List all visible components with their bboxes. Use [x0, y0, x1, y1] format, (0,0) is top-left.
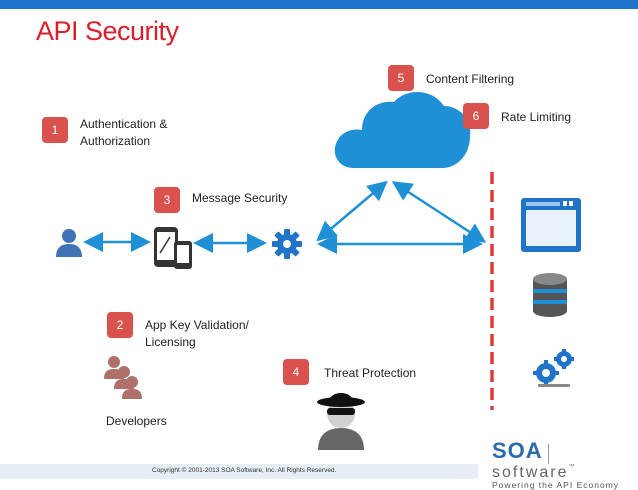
cloud-icon: [334, 91, 471, 168]
connector-arrows: [83, 172, 494, 410]
step-label-2-line2: Licensing: [145, 335, 196, 349]
step-badge-5: 5: [388, 65, 414, 91]
top-accent-bar: [0, 0, 638, 9]
step-label-1: Authentication & Authorization: [80, 116, 167, 150]
logo-tm: ™: [568, 464, 575, 470]
copyright-text: Copyright © 2001-2013 SOA Software, Inc.…: [152, 467, 337, 474]
logo-software: software: [492, 464, 569, 481]
arrow-cloud-backend: [391, 181, 487, 243]
step-label-6: Rate Limiting: [501, 110, 572, 124]
database-icon: [533, 273, 567, 317]
step-label-1-line2: Authorization: [80, 134, 151, 148]
logo-separator: [547, 443, 549, 464]
spy-threat-icon: [317, 393, 365, 450]
footer-bar: [0, 464, 478, 479]
step-badge-2: 2: [107, 312, 133, 338]
page-title: API Security: [36, 16, 179, 46]
step-label-2-line1: App Key Validation/: [145, 318, 249, 332]
step-label-4: Threat Protection: [324, 366, 417, 380]
server-gears-icon: [533, 349, 574, 387]
arrow-gear-cloud: [316, 180, 388, 242]
browser-window-icon: [521, 198, 581, 252]
user-icon: [56, 229, 82, 257]
step-badge-6: 6: [463, 103, 489, 129]
step-label-1-line1: Authentication &: [80, 117, 168, 131]
step-badge-3: 3: [154, 187, 180, 213]
step-label-2: App Key Validation/ Licensing: [145, 317, 249, 351]
step-label-5: Content Filtering: [426, 72, 515, 86]
mobile-devices-icon: [154, 227, 192, 269]
step-badge-4: 4: [283, 359, 309, 385]
soa-software-logo: SOAsoftware™ Powering the API Economy: [492, 438, 632, 490]
logo-brand: SOA: [492, 438, 543, 463]
logo-tagline: Powering the API Economy: [492, 480, 620, 490]
developers-label: Developers: [106, 414, 167, 428]
step-badge-1: 1: [42, 117, 68, 143]
developers-group-icon: [104, 356, 142, 399]
gear-icon: [272, 229, 302, 259]
step-label-3: Message Security: [192, 191, 288, 205]
